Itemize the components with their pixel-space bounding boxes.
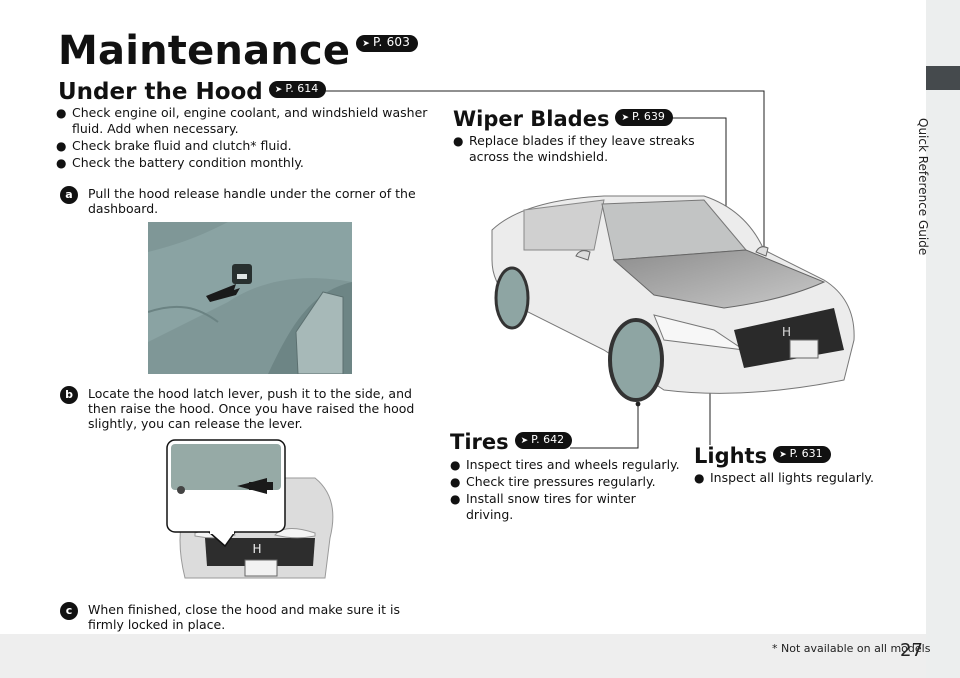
lights-heading: Lights➤P. 631 (694, 444, 831, 468)
step-badge-3: c (60, 602, 78, 620)
svg-text:H: H (252, 542, 261, 556)
arrow-icon: ➤ (362, 38, 370, 49)
wiper-ref[interactable]: ➤P. 639 (615, 108, 673, 126)
svg-text:H: H (782, 325, 791, 339)
step-3-text: When finished, close the hood and make s… (88, 602, 401, 632)
side-tab (926, 0, 960, 678)
page-title-text: Maintenance (58, 28, 351, 74)
footer-bar (0, 634, 926, 678)
list-item: Install snow tires for winter driving. (450, 491, 680, 523)
list-item: Replace blades if they leave streaks acr… (453, 133, 703, 165)
footnote: * Not available on all models (772, 642, 931, 655)
list-item: Inspect tires and wheels regularly. (450, 457, 680, 473)
arrow-icon: ➤ (520, 435, 529, 446)
tires-bullets: Inspect tires and wheels regularly. Chec… (450, 457, 680, 524)
step-badge-2: b (60, 386, 78, 404)
hood-latch-illustration: H (166, 439, 334, 579)
list-item: Check tire pressures regularly. (450, 474, 680, 490)
wiper-heading: Wiper Blades➤P. 639 (453, 107, 673, 131)
under-hood-ref[interactable]: ➤P. 614 (268, 81, 327, 98)
list-item: Check the battery condition monthly. (56, 155, 436, 171)
arrow-icon: ➤ (274, 85, 283, 95)
wiper-bullets: Replace blades if they leave streaks acr… (453, 133, 703, 166)
list-item: Inspect all lights regularly. (694, 470, 914, 486)
page-number: 27 (900, 640, 923, 661)
arrow-icon: ➤ (621, 112, 630, 123)
list-item: Check engine oil, engine coolant, and wi… (56, 105, 436, 137)
under-hood-heading: Under the Hood➤P. 614 (58, 79, 327, 105)
car-illustration: H (491, 195, 855, 402)
hood-release-illustration (148, 222, 352, 374)
step-1-text: Pull the hood release handle under the c… (88, 186, 416, 216)
lights-bullets: Inspect all lights regularly. (694, 470, 914, 487)
side-tab-marker (926, 66, 960, 90)
arrow-icon: ➤ (779, 449, 787, 460)
page-title: Maintenance ➤P. 603 (58, 28, 419, 74)
page-ref-badge[interactable]: ➤P. 603 (356, 34, 419, 52)
tires-heading: Tires➤P. 642 (450, 430, 573, 454)
tires-ref[interactable]: ➤P. 642 (514, 431, 573, 449)
list-item: Check brake fluid and clutch* fluid. (56, 138, 436, 154)
step-badge-1: a (60, 186, 78, 204)
lights-ref[interactable]: ➤P. 631 (773, 445, 831, 463)
step-2-text: Locate the hood latch lever, push it to … (88, 386, 415, 431)
under-hood-bullets: Check engine oil, engine coolant, and wi… (56, 105, 436, 172)
